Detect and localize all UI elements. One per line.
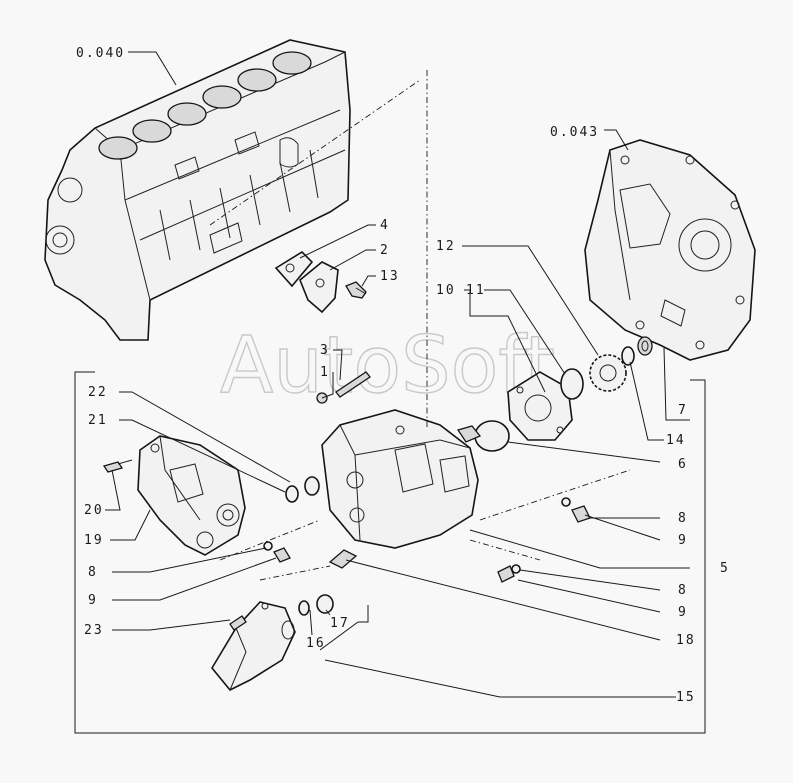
valve-o-ring[interactable] bbox=[298, 600, 310, 616]
plug-top[interactable] bbox=[571, 505, 591, 523]
pump-stud[interactable] bbox=[335, 371, 371, 398]
callout-3: 3 bbox=[320, 343, 330, 358]
flange-o-ring-large[interactable] bbox=[560, 368, 584, 400]
timing-cover[interactable] bbox=[584, 139, 756, 361]
plate-screw[interactable] bbox=[345, 281, 367, 299]
engine-block[interactable] bbox=[44, 39, 351, 341]
callout-11: 11 bbox=[466, 283, 486, 298]
callout-15: 15 bbox=[676, 690, 696, 705]
pump-flange[interactable] bbox=[507, 371, 573, 441]
callout-0-043: 0.043 bbox=[550, 125, 599, 140]
callout-5: 5 bbox=[720, 561, 730, 576]
temperature-sensor[interactable] bbox=[328, 549, 358, 569]
watermark-text: AutoSoft bbox=[220, 321, 555, 411]
callout-9-top: 9 bbox=[678, 533, 688, 548]
callout-10: 10 bbox=[436, 283, 456, 298]
plug-o-ring-right[interactable] bbox=[511, 564, 521, 574]
callout-7: 7 bbox=[678, 403, 688, 418]
plug-o-ring-left[interactable] bbox=[263, 541, 273, 551]
valve-seal-ring[interactable] bbox=[316, 594, 334, 614]
callout-8-left: 8 bbox=[88, 565, 98, 580]
callout-21: 21 bbox=[88, 413, 108, 428]
callout-8-right: 8 bbox=[678, 583, 688, 598]
pump-drive-gear[interactable] bbox=[589, 354, 627, 392]
callout-20: 20 bbox=[84, 503, 104, 518]
metering-valve[interactable] bbox=[211, 601, 296, 692]
callout-19: 19 bbox=[84, 533, 104, 548]
callout-16: 16 bbox=[306, 636, 326, 651]
callout-18: 18 bbox=[676, 633, 696, 648]
housing-washer[interactable] bbox=[304, 476, 320, 496]
callout-13: 13 bbox=[380, 269, 400, 284]
valve-screw[interactable] bbox=[229, 615, 247, 631]
callout-17: 17 bbox=[330, 616, 350, 631]
callout-9-right: 9 bbox=[678, 605, 688, 620]
callout-0-040: 0.040 bbox=[76, 46, 125, 61]
callout-23: 23 bbox=[84, 623, 104, 638]
pump-housing[interactable] bbox=[137, 435, 246, 556]
callout-4: 4 bbox=[380, 218, 390, 233]
high-pressure-pump[interactable] bbox=[321, 409, 482, 549]
callout-22: 22 bbox=[88, 385, 108, 400]
cover-gasket[interactable] bbox=[274, 250, 314, 288]
callout-2: 2 bbox=[380, 243, 390, 258]
cover-plate[interactable] bbox=[299, 261, 339, 314]
plug-left[interactable] bbox=[273, 547, 291, 563]
gear-washer[interactable] bbox=[621, 346, 635, 366]
plug-o-ring-top[interactable] bbox=[561, 497, 571, 507]
leader-lines bbox=[105, 51, 690, 698]
callout-9-left: 9 bbox=[88, 593, 98, 608]
callout-6: 6 bbox=[678, 457, 688, 472]
assembly-frame bbox=[74, 371, 706, 734]
callout-8-top: 8 bbox=[678, 511, 688, 526]
callout-1: 1 bbox=[320, 365, 330, 380]
gear-nut[interactable] bbox=[637, 336, 653, 356]
housing-screw[interactable] bbox=[102, 459, 133, 473]
plug-right[interactable] bbox=[497, 565, 515, 583]
callout-14: 14 bbox=[666, 433, 686, 448]
housing-o-ring[interactable] bbox=[285, 485, 299, 503]
callout-12: 12 bbox=[436, 239, 456, 254]
